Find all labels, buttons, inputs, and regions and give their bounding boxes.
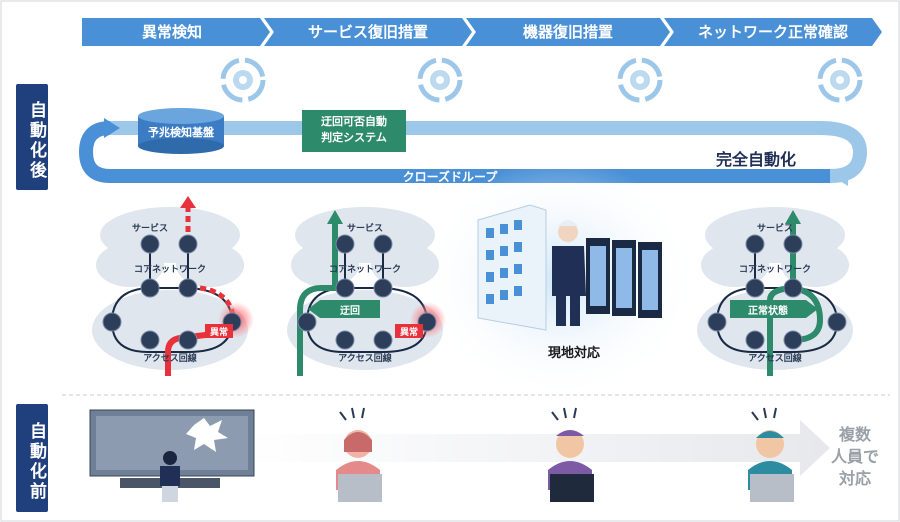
access-line-label-2: アクセス回線 bbox=[338, 354, 392, 364]
detour-badge: 迂回 bbox=[340, 306, 360, 317]
step-service-recovery: サービス復旧措置 bbox=[307, 23, 428, 41]
database-icon bbox=[138, 108, 224, 154]
server-rack-icon bbox=[586, 238, 662, 318]
gear-cycle-icon-4 bbox=[817, 57, 863, 103]
network-diagram-1 bbox=[102, 196, 254, 376]
multi-staff-line-2: 人員で bbox=[830, 447, 879, 466]
service-label-3: サービス bbox=[756, 224, 793, 234]
detour-system-label: 迂回可否自動 判定システム bbox=[302, 114, 406, 146]
multi-staff-line-3: 対応 bbox=[838, 469, 871, 488]
access-line-label-3: アクセス回線 bbox=[748, 354, 802, 364]
detour-system-line-2: 判定システム bbox=[321, 131, 387, 144]
closed-loop-label: クローズドループ bbox=[402, 170, 498, 184]
before-automation-label: 自動化前 bbox=[16, 404, 48, 512]
detour-system-box bbox=[302, 110, 406, 152]
gear-cycle-icon-3 bbox=[617, 57, 663, 103]
field-worker-icon bbox=[552, 220, 586, 326]
operator-icon-1 bbox=[336, 407, 382, 502]
after-automation-label: 自動化後 bbox=[16, 84, 48, 190]
abnormal-badge-2: 異常 bbox=[399, 328, 418, 338]
gear-cycle-icon-1 bbox=[220, 57, 266, 103]
abnormal-badge-1: 異常 bbox=[209, 328, 228, 338]
step-equipment-recovery: 機器復旧措置 bbox=[522, 23, 613, 41]
access-line-label-1: アクセス回線 bbox=[143, 354, 197, 364]
step-anomaly-detection: 異常検知 bbox=[141, 23, 202, 41]
closed-loop-band bbox=[78, 118, 868, 186]
core-network-label-3: コアネットワーク bbox=[738, 265, 811, 275]
onsite-response-label: 現地対応 bbox=[548, 346, 601, 361]
building-icon bbox=[477, 204, 547, 331]
network-diagram-3 bbox=[707, 210, 847, 376]
core-network-label-2: コアネットワーク bbox=[328, 265, 401, 275]
gear-cycle-icon-2 bbox=[417, 57, 463, 103]
network-diagram-2 bbox=[297, 210, 446, 376]
core-network-label-1: コアネットワーク bbox=[133, 265, 206, 275]
multi-staff-line-1: 複数 bbox=[838, 425, 871, 444]
predictive-platform-label: 予兆検知基盤 bbox=[148, 126, 214, 139]
multi-staff-label: 複数 人員で 対応 bbox=[824, 424, 886, 490]
service-label-2: サービス bbox=[346, 224, 383, 234]
full-automation-label: 完全自動化 bbox=[716, 150, 797, 169]
step-network-check: ネットワーク正常確認 bbox=[697, 23, 848, 41]
detour-system-line-1: 迂回可否自動 bbox=[321, 115, 387, 128]
operator-icon-3 bbox=[748, 407, 794, 502]
operator-icon-2 bbox=[548, 407, 594, 502]
control-room-icon bbox=[89, 409, 255, 502]
normal-state-badge: 正常状態 bbox=[748, 306, 788, 317]
step-chevrons bbox=[82, 18, 882, 46]
service-label-1: サービス bbox=[131, 224, 168, 234]
